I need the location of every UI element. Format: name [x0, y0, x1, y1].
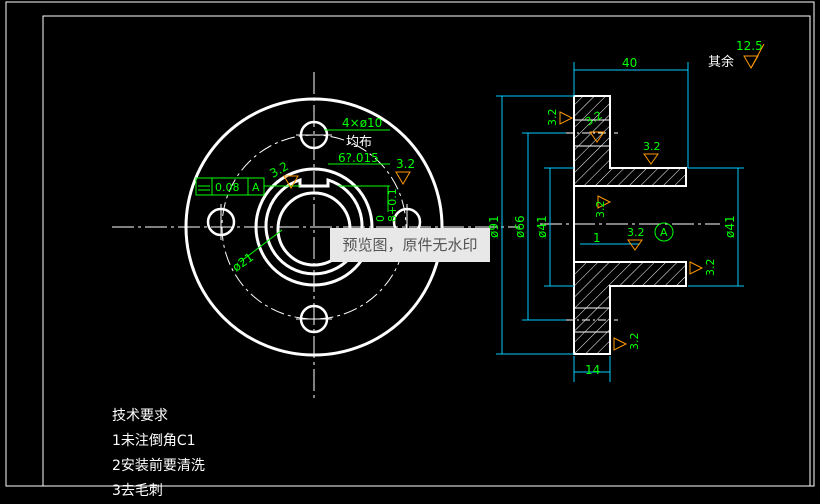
front-view: 4×ø10 均布 6?.015 3.2 3.2 8+0.1 0 ø21 0.08… — [112, 72, 520, 398]
width-top-label: 40 — [622, 56, 637, 70]
dia-outer-label: ø91 — [487, 215, 501, 238]
roughness-front-left: 3.2 — [267, 159, 291, 181]
side-view: 40 14 ø91 ø66 ø41 ø41 1 A 3.2 3.2 3.2 3.… — [487, 56, 744, 382]
dia-pitch-label: ø66 — [513, 215, 527, 238]
roughness-side-7: 3.2 — [628, 333, 641, 351]
tech-requirement-item: 2安装前要清洗 — [112, 458, 205, 474]
roughness-side-3: 3.2 — [643, 140, 661, 153]
dia-bore-label: ø41 — [535, 215, 549, 238]
tech-requirement-item: 1未注倒角C1 — [112, 433, 196, 449]
geo-tol-datum: A — [252, 181, 260, 194]
tech-requirement-item: 3去毛刺 — [112, 483, 163, 499]
datum-label: A — [660, 226, 668, 239]
geo-tol-value: 0.08 — [215, 181, 240, 194]
roughness-side-5: 3.2 — [627, 226, 645, 239]
keyway-tol-label: 0 — [374, 215, 387, 222]
hole-tolerance-label: 6?.015 — [338, 151, 379, 165]
chamfer-label: 1 — [593, 231, 601, 245]
roughness-side-6: 3.2 — [704, 259, 717, 277]
roughness-side-4: 3.2 — [594, 201, 607, 219]
general-roughness-value: 12.5 — [736, 39, 763, 53]
cad-drawing: 4×ø10 均布 6?.015 3.2 3.2 8+0.1 0 ø21 0.08… — [5, 1, 815, 487]
dia-hub-label: ø41 — [723, 215, 737, 238]
section-upper — [573, 95, 687, 187]
general-roughness: 其余 12.5 — [708, 39, 765, 70]
hole-spec-label: 4×ø10 — [342, 116, 382, 130]
inner-frame — [42, 15, 811, 487]
preview-watermark: 预览图，原件无水印 — [330, 228, 490, 262]
roughness-front-top: 3.2 — [396, 157, 415, 171]
width-bottom-label: 14 — [585, 363, 600, 377]
datum-circle — [654, 222, 674, 242]
hole-distribution-label: 均布 — [346, 135, 372, 150]
geo-tolerance-frame — [195, 177, 265, 196]
technical-requirements: 技术要求 1未注倒角C1 2安装前要清洗 3去毛刺 — [112, 404, 205, 504]
keyway-dim-label: 8+0.1 — [386, 188, 399, 222]
general-roughness-label: 其余 — [708, 54, 734, 70]
tech-requirements-title: 技术要求 — [112, 408, 168, 424]
center-dia-label: ø21 — [230, 250, 257, 274]
roughness-side-1: 3.2 — [546, 109, 559, 127]
